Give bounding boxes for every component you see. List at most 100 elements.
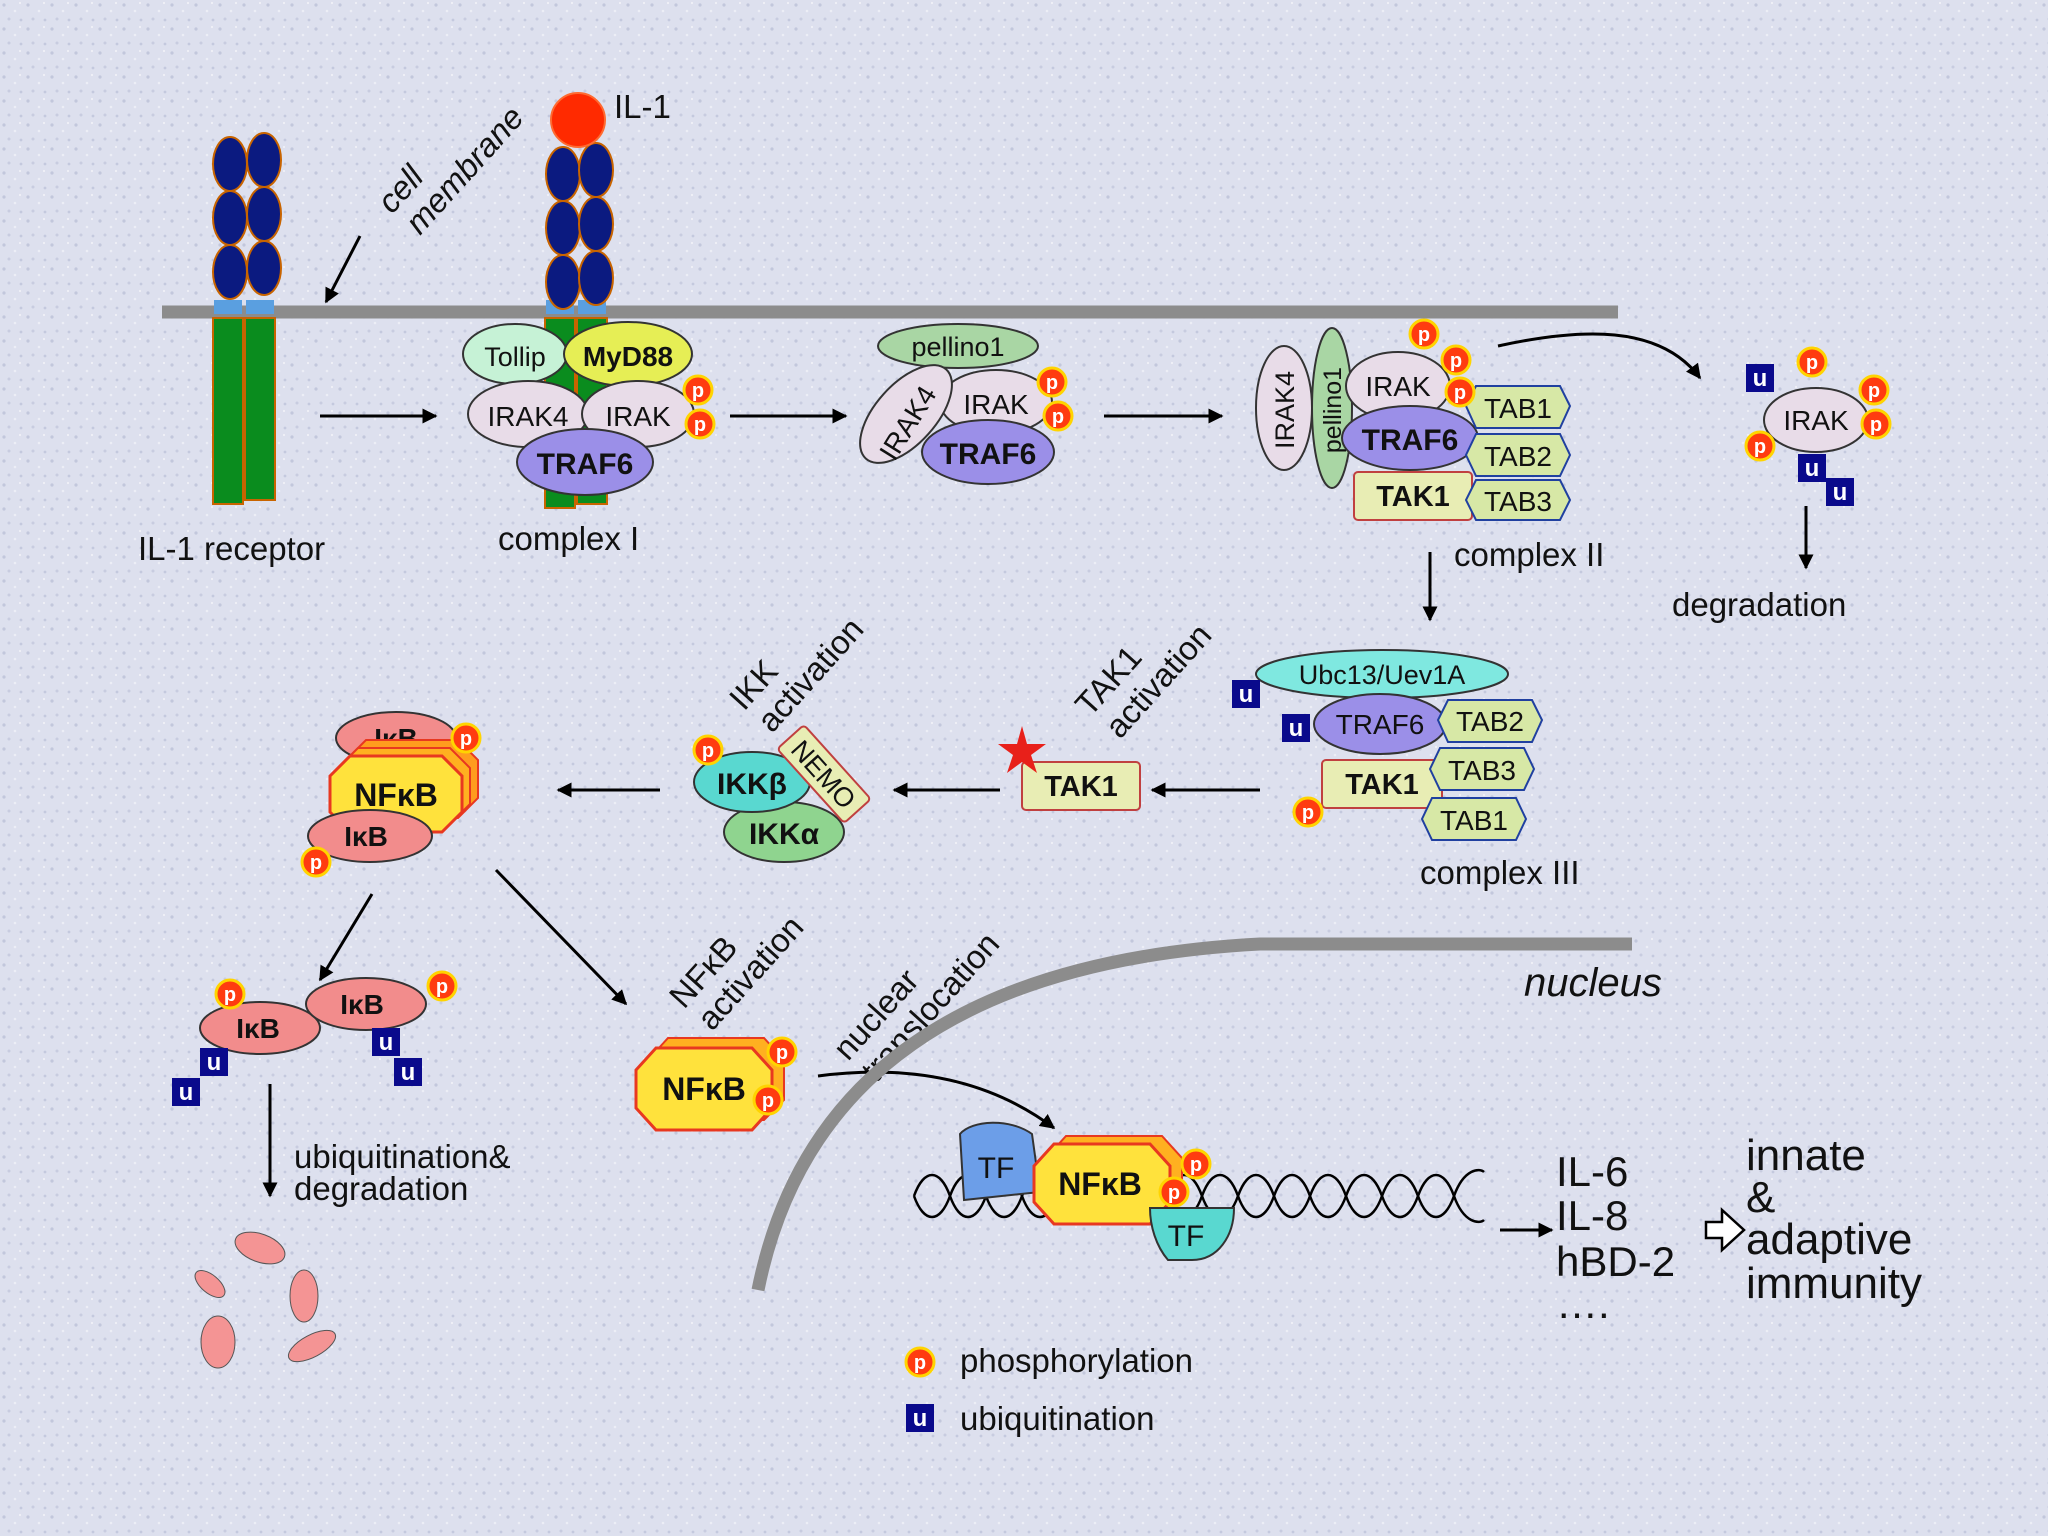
svg-text:p: p: [1052, 406, 1064, 428]
p-marker: p: [426, 970, 458, 1002]
svg-text:p: p: [776, 1042, 788, 1064]
svg-text:u: u: [1289, 715, 1304, 742]
arrow-to-free-nfkb: [494, 868, 628, 1006]
traf6-c2-label: TRAF6: [1362, 424, 1459, 457]
traf6-mid: [921, 419, 1055, 485]
output-il6: IL-6: [1556, 1148, 1628, 1195]
legend-u-icon: u: [906, 1404, 934, 1432]
svg-text:p: p: [1450, 350, 1462, 372]
p-marker: p: [1408, 318, 1440, 350]
svg-text:p: p: [1868, 380, 1880, 402]
svg-text:p: p: [436, 976, 448, 998]
tab3-c2: [1464, 479, 1572, 521]
activation-star-icon: [998, 726, 1046, 773]
p-marker: p: [1744, 430, 1776, 462]
svg-text:p: p: [914, 1352, 926, 1374]
tf-left-label: TF: [978, 1152, 1015, 1185]
svg-text:p: p: [1806, 352, 1818, 374]
svg-text:u: u: [913, 1405, 928, 1432]
immunity-3: adaptive: [1746, 1215, 1912, 1264]
open-arrow-icon: [1704, 1207, 1746, 1253]
p-marker: p: [1042, 400, 1074, 432]
immunity-2: &: [1746, 1173, 1775, 1222]
legend-phosphorylation: phosphorylation: [960, 1342, 1193, 1379]
ikka-label: IKKα: [749, 818, 820, 851]
svg-text:p: p: [460, 728, 472, 750]
svg-text:p: p: [1418, 324, 1430, 346]
complex-3: Ubc13/Uev1A TRAF6 TAK1 TAB2 TAB3 TAB1: [1255, 649, 1544, 841]
p-marker: p: [1796, 346, 1828, 378]
complex-1: Tollip MyD88 IRAK4 IRAK TRAF6: [462, 321, 695, 496]
svg-text:p: p: [1870, 414, 1882, 436]
tab3-c2-label: TAB3: [1484, 486, 1552, 517]
svg-text:u: u: [379, 1029, 394, 1056]
ikb-left-label: IκB: [236, 1013, 280, 1044]
p-marker: p: [752, 1084, 784, 1116]
ubiquitination-degradation-label-1: ubiquitination&: [294, 1138, 511, 1175]
p-marker: p: [1440, 344, 1472, 376]
immunity-1: innate: [1746, 1131, 1866, 1180]
tab2-c2: [1464, 433, 1572, 477]
nfkb-free: NFκB: [634, 1037, 785, 1132]
ikb-bottom: [307, 809, 433, 863]
svg-text:p: p: [702, 740, 714, 762]
svg-text:u: u: [1833, 479, 1848, 506]
u-marker: u: [372, 1028, 400, 1056]
tab2-c2-label: TAB2: [1484, 441, 1552, 472]
svg-text:p: p: [1302, 802, 1314, 824]
arrow-to-nucleus: [817, 1070, 1056, 1130]
tak1-active: [1021, 761, 1141, 811]
legend-p-icon: p: [904, 1346, 936, 1378]
tab2-c3: [1436, 699, 1544, 743]
traf6-c1: [516, 428, 654, 496]
ubiquitination-degradation-label-2: degradation: [294, 1170, 468, 1207]
il1-receptor-label: IL-1 receptor: [138, 530, 325, 567]
free-ikb: IκB IκB: [199, 977, 427, 1055]
u-marker: u: [172, 1078, 200, 1106]
arrow-to-free-ikb: [318, 893, 374, 982]
traf6-c1-label: TRAF6: [537, 448, 634, 481]
nfkb-nuclear: NFκB: [1032, 1135, 1183, 1226]
irak-degr-label: IRAK: [1783, 405, 1849, 436]
tab2-c3-label: TAB2: [1456, 706, 1524, 737]
complex-3-label: complex III: [1420, 854, 1580, 891]
svg-text:u: u: [1239, 681, 1254, 708]
p-marker: p: [1180, 1148, 1212, 1180]
immunity-4: immunity: [1746, 1259, 1922, 1308]
pellino1-c2: [1311, 327, 1353, 489]
tf-right-label: TF: [1168, 1220, 1205, 1253]
p-marker: p: [450, 722, 482, 754]
il1-ligand: [550, 92, 606, 148]
il1-receptor-unbound: [212, 132, 282, 505]
ikk-complex: IKKα IKKβ NEMO: [693, 725, 871, 863]
membrane-arrow: [324, 235, 362, 304]
nuclear-membrane: [751, 937, 1632, 1292]
output-il8: IL-8: [1556, 1192, 1628, 1239]
tf-left: [958, 1121, 1042, 1202]
svg-text:p: p: [1454, 382, 1466, 404]
tak1-c3-label: TAK1: [1345, 769, 1419, 801]
u-marker: u: [1746, 364, 1774, 392]
traf6-mid-label: TRAF6: [940, 438, 1037, 471]
svg-text:p: p: [692, 380, 704, 402]
p-marker: p: [1860, 408, 1892, 440]
legend-ubiquitination: ubiquitination: [960, 1400, 1155, 1437]
tab1-c3: [1420, 797, 1528, 841]
nemo: [777, 725, 871, 823]
p-marker: p: [300, 846, 332, 878]
svg-text:p: p: [1754, 436, 1766, 458]
degradation-label: degradation: [1672, 586, 1846, 623]
tollip-label: Tollip: [484, 342, 546, 372]
p-marker: p: [1444, 376, 1476, 408]
tak1-c2-label: TAK1: [1376, 481, 1450, 513]
svg-text:p: p: [310, 852, 322, 874]
ikb-right: [305, 977, 427, 1031]
tab1-c2-label: TAB1: [1484, 393, 1552, 424]
irak-c1-label: IRAK: [605, 401, 671, 432]
irak-degradation: IRAK: [1763, 387, 1869, 453]
ubc13-label: Ubc13/Uev1A: [1299, 660, 1466, 690]
irak-mid-label: IRAK: [963, 389, 1029, 420]
complex-1-label: complex I: [498, 520, 639, 557]
legend: p phosphorylation u ubiquitination: [904, 1342, 1193, 1437]
ikb-nfkb-complex: IκB NFκB IκB: [307, 711, 479, 863]
